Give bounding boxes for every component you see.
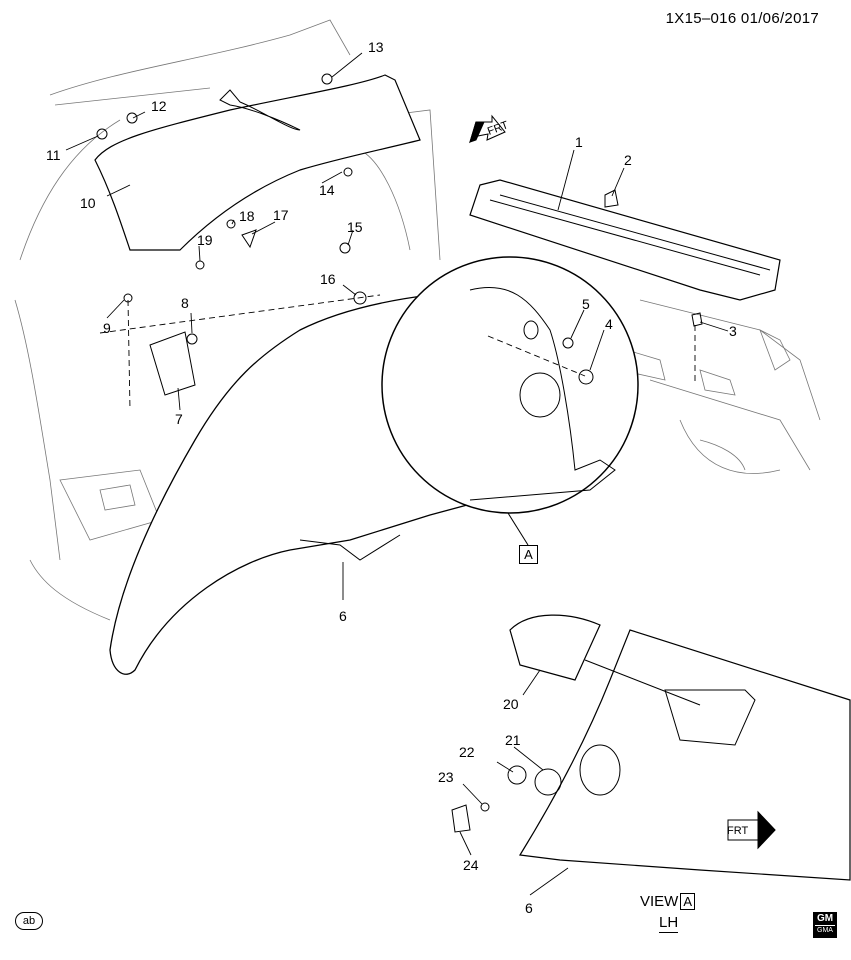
frt-arrow-bottom — [727, 810, 776, 850]
callout: 21 — [505, 732, 521, 748]
callout: 2 — [624, 152, 632, 168]
callout: 9 — [103, 320, 111, 336]
cover-20 — [509, 614, 601, 681]
callout: 12 — [151, 98, 167, 114]
callout: 5 — [582, 296, 590, 312]
callout: 1 — [575, 134, 583, 150]
leader-lines — [65, 52, 729, 896]
callout: 7 — [175, 411, 183, 427]
view-a-quarter-panel — [519, 629, 851, 881]
callout: 8 — [181, 295, 189, 311]
callout: 16 — [320, 271, 336, 287]
rear-sill-trim — [469, 179, 781, 301]
callout: 10 — [80, 195, 96, 211]
callout: 6 — [339, 608, 347, 624]
diagram-reference: 1X15–016 01/06/2017 — [665, 10, 819, 27]
callout: 15 — [347, 219, 363, 235]
detail-label-box: A — [519, 545, 538, 564]
gm-logo: GM GMA — [813, 912, 837, 938]
gm-logo-main: GM — [816, 913, 834, 924]
callout: 23 — [438, 769, 454, 785]
detail-view-circle — [381, 256, 639, 514]
callout: 18 — [239, 208, 255, 224]
frt-label-bottom: FRT — [727, 825, 748, 837]
frt-arrow-top — [469, 114, 506, 144]
gm-logo-sub: GMA — [815, 925, 835, 936]
callout: 20 — [503, 696, 519, 712]
callout: 6 — [525, 900, 533, 916]
callout: 3 — [729, 323, 737, 339]
callout: 4 — [605, 316, 613, 332]
view-text: VIEW — [640, 893, 679, 910]
callout: 13 — [368, 39, 384, 55]
callout: 17 — [273, 207, 289, 223]
callout: 11 — [46, 147, 61, 163]
callout-labels: 1 2 3 4 5 6 6 7 8 9 10 11 12 13 14 15 16… — [46, 39, 737, 916]
callout: 24 — [463, 857, 479, 873]
quarter-upper-trim — [94, 74, 421, 251]
view-side-label: LH — [659, 914, 679, 933]
view-letter: A — [680, 893, 696, 910]
callout: 14 — [319, 182, 335, 198]
callout: 19 — [197, 232, 213, 248]
corner-badge: ab — [15, 912, 43, 930]
callout: 22 — [459, 744, 475, 760]
